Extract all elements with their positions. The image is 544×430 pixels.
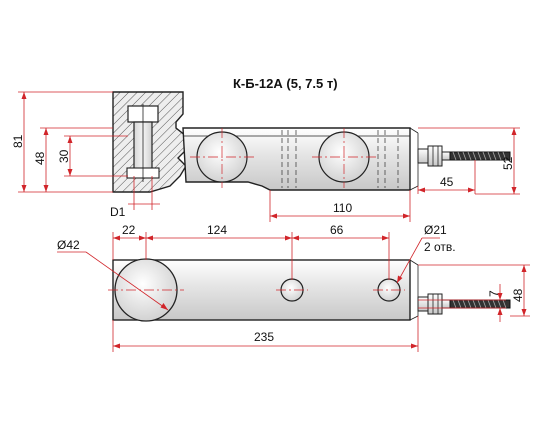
dim-small-hole-diameter: Ø21 [424,223,447,237]
dim-235: 235 [254,330,274,344]
cable-top [449,299,511,309]
dim-height-48: 48 [33,151,47,165]
dimensions-side: 81 48 30 D1 110 [11,91,520,222]
dimensions-top: 22 124 66 Ø42 Ø21 2 отв. 235 [57,223,530,352]
small-hole-count-note: 2 отв. [424,240,456,254]
dim-124: 124 [207,223,227,237]
dim-52: 52 [501,156,515,170]
dim-height-30: 30 [57,149,71,163]
dim-width-48: 48 [511,288,525,302]
drawing-title: К-Б-12А (5, 7.5 т) [233,76,338,91]
dim-large-hole-diameter: Ø42 [57,238,80,252]
side-view: 81 48 30 D1 110 [11,91,520,222]
dim-66: 66 [330,223,344,237]
dim-d1: D1 [110,205,126,219]
cable-connector-side [417,145,511,167]
dim-110: 110 [333,201,352,215]
dim-22: 22 [122,223,136,237]
top-view: 22 124 66 Ø42 Ø21 2 отв. 235 [57,223,530,352]
dim-height-81: 81 [11,134,25,148]
dim-7: 7 [487,290,501,297]
dim-45: 45 [440,175,454,189]
